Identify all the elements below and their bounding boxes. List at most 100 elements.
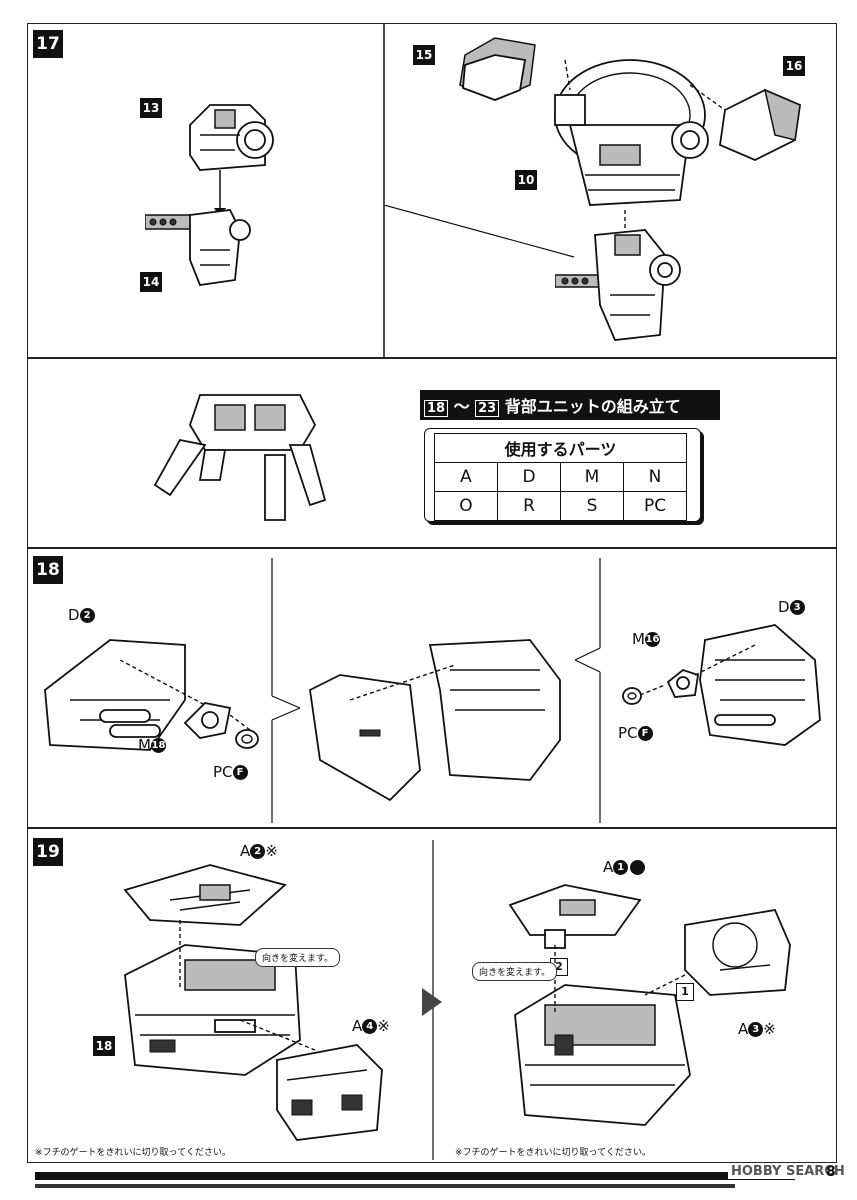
label-letter: A [240,842,251,860]
footer-bar-bottom [35,1184,735,1188]
step-18-left-dashes [120,660,251,731]
part-number-badge: 2 [79,608,95,623]
gate-note-left: ※フチのゲートをきれいに切り取ってください。 [35,1148,231,1158]
step-18-middle-illustration [309,639,561,802]
note-mark: ※ [763,1020,776,1038]
label-m16: M16 [632,630,660,648]
part-number-badge: 3 [748,1022,764,1037]
parts-cell: N [623,462,687,492]
part-a4-panel-illustration [276,1044,383,1141]
parts-table: 使用するパーツ A D M N O R S PC [434,433,687,521]
part-15-illustration [459,37,536,101]
part-a2-plate-illustration [123,864,287,926]
part-number-badge: 4 [362,1019,378,1034]
part-number-badge: 3 [789,600,805,615]
note-mark: ※ [265,842,278,860]
parts-table-header: 使用するパーツ [434,433,687,463]
part-d3-illustration [699,624,821,746]
part-m16-illustration [666,668,700,698]
step-18-right-dashes [640,644,756,696]
part-a3-panel-illustration [684,908,791,996]
overview-title-from: 18 [424,400,448,417]
order-1-box: 1 [676,980,694,1001]
back-unit-preview-illustration [153,394,327,521]
parts-cell: A [434,462,498,492]
part-18-tag: 18 [93,1036,115,1056]
overview-title-to: 23 [475,400,500,417]
part-16-illustration [719,88,801,161]
part-number-badge: 2 [250,844,266,859]
page-number: 8 [826,1164,836,1180]
step-17-number: 17 [33,30,63,58]
part-number-badge: 16 [644,632,660,647]
part-a1-plate-illustration [508,884,642,949]
step-17-panel [27,23,837,358]
part-number-badge: F [232,765,248,780]
part-13-illustration [189,104,274,171]
label-m18: M18 [138,736,166,754]
parts-cell: PC [623,491,687,521]
step-18-dividers [271,558,601,823]
part-number-badge: 18 [150,738,166,753]
part-m18-illustration [183,702,232,739]
part-15-tag: 15 [413,45,435,65]
step-19-panel [27,828,837,1163]
watermark: HOBBY SEARCH [728,1164,848,1179]
footer-bar [35,1172,795,1180]
next-step-arrow [422,988,442,1016]
rotate-bubble-left: 向きを変えます。 [255,948,341,967]
label-letter: PC [618,724,638,742]
label-letter: A [603,858,614,876]
parts-cell: O [434,491,498,521]
slant-guide-line [384,205,575,258]
step-19-left-body-illustration [124,944,301,1076]
part-14-tag: 14 [140,272,162,292]
step-19-left-dashes [179,920,316,1051]
parts-cell: R [497,491,561,521]
label-letter: M [138,736,151,754]
step-19-right-body-illustration [514,984,691,1126]
parts-cell: S [560,491,624,521]
overview-title-sep: ～ [453,397,470,416]
part-10-tag: 10 [515,170,537,190]
step-17-divider [383,24,385,358]
part-d2-illustration [44,639,186,751]
parts-cell: D [497,462,561,492]
part-14-illustration [145,209,251,286]
assembled-arm-illustration [555,229,681,341]
part-10-illustration [554,59,709,206]
step-18-number: 18 [33,556,63,584]
overview-title-bar [420,390,720,420]
label-letter: PC [213,763,233,781]
label-letter: A [738,1020,749,1038]
part-pcf-right-illustration [622,687,642,705]
part-pcf-left-illustration [235,729,259,749]
label-letter: A [352,1017,363,1035]
label-letter: M [632,630,645,648]
step-19-number: 19 [33,838,63,866]
step-18-panel [27,548,837,828]
step-17-assembly-dashes [564,60,726,245]
part-number-badge: F [637,726,653,741]
part-16-tag: 16 [783,56,805,76]
note-mark: ※ [377,1017,390,1035]
parts-cell: M [560,462,624,492]
overview-title-text: 背部ユニットの組み立て [504,397,681,416]
order-number: 1 [676,983,694,1001]
label-letter: D [68,606,80,624]
step-19-right-dashes [554,945,686,1015]
label-letter: D [778,598,790,616]
rotate-icon [630,860,646,875]
part-number-badge: 1 [613,860,629,875]
rotate-bubble-right: 向きを変えます。 [472,962,558,981]
overview-panel [27,358,837,548]
gate-note-right: ※フチのゲートをきれいに切り取ってください。 [455,1148,651,1158]
